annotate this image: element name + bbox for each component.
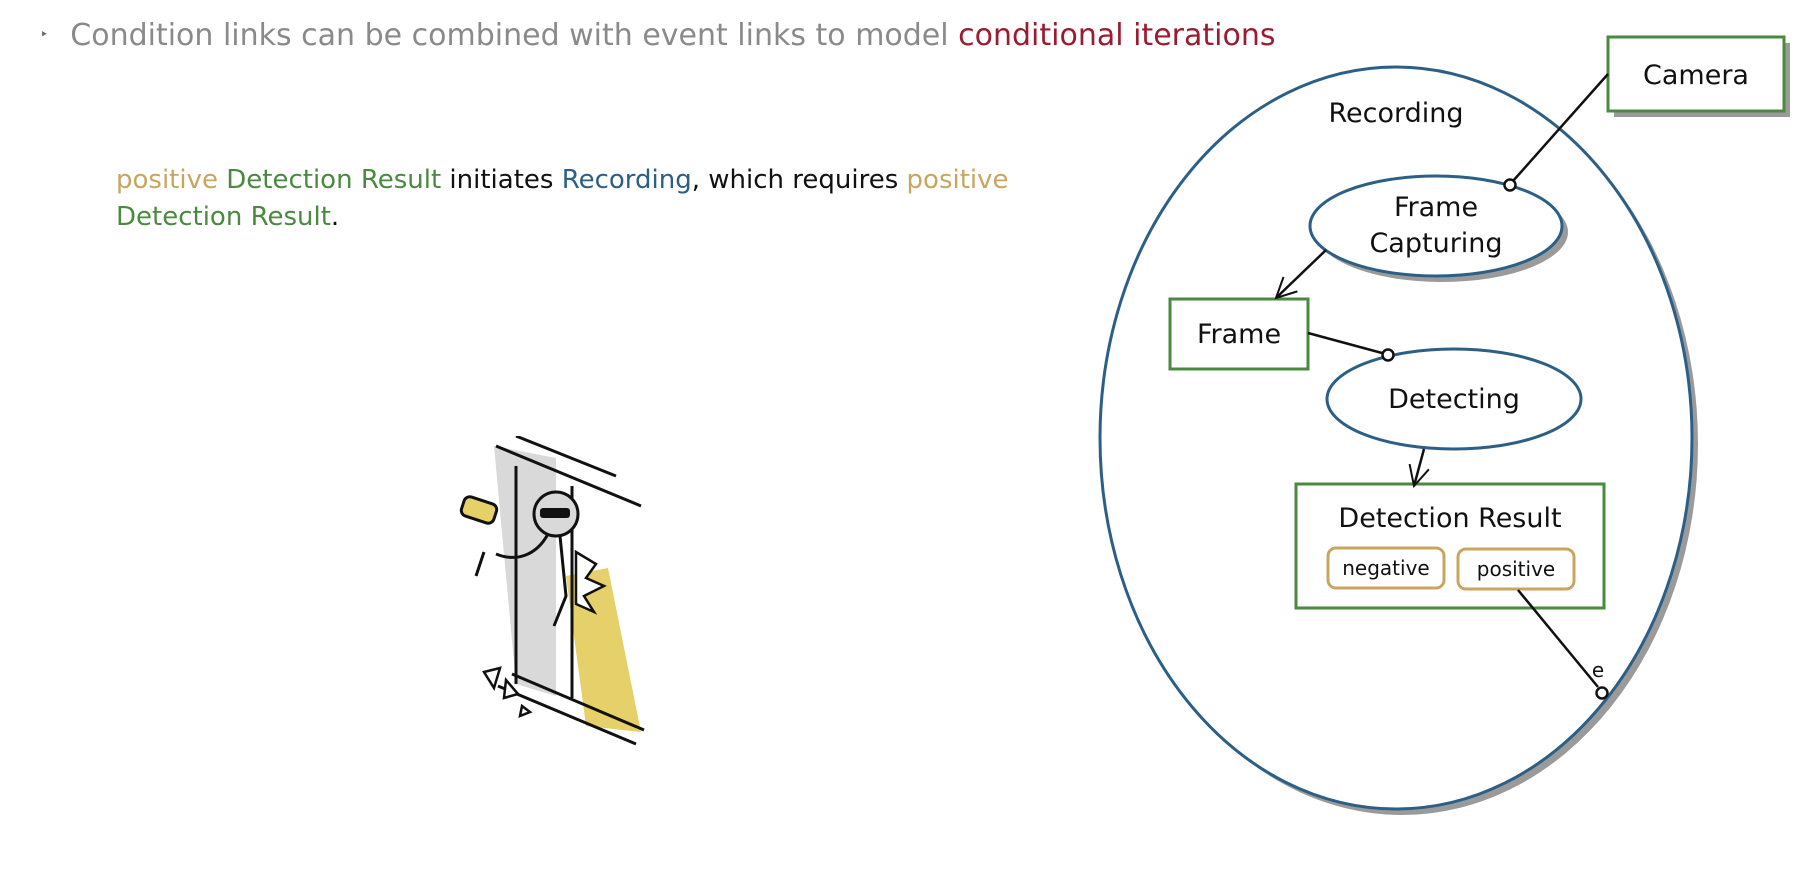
- sentence-verb: , which requires: [691, 165, 907, 195]
- state-term: positive: [116, 165, 218, 195]
- camera-object[interactable]: [1606, 35, 1786, 113]
- event-label: e: [1592, 658, 1604, 682]
- glass-shard-shape: [502, 677, 521, 700]
- window-sill-line: [511, 672, 645, 732]
- camera-agent-link[interactable]: [1512, 73, 1609, 182]
- bullet-highlight: conditional iterations: [958, 18, 1276, 53]
- process-term: Recording: [561, 165, 692, 195]
- detecting-process[interactable]: [1325, 347, 1583, 451]
- frame-capturing-label-line1: Frame: [1394, 192, 1478, 223]
- agent-link-end-icon: [1503, 178, 1517, 192]
- frame-capturing-label-line2: Capturing: [1369, 228, 1502, 259]
- sentence-verb: initiates: [441, 165, 562, 195]
- camera-label: Camera: [1643, 60, 1749, 91]
- detecting-label: Detecting: [1388, 384, 1520, 415]
- bullet-point: ‣ Condition links can be combined with ev…: [40, 18, 1275, 59]
- state-positive[interactable]: [1456, 547, 1576, 591]
- glass-shard-shape: [482, 666, 502, 692]
- bullet-text: Condition links can be combined with eve…: [70, 18, 959, 53]
- opl-sentence: positive Detection Result initiates Reco…: [116, 162, 1056, 236]
- burglar-body-shape: [552, 535, 568, 627]
- glass-shard-shape: [518, 703, 533, 719]
- instrument-link-end-icon: [1381, 348, 1395, 362]
- window-top-line: [495, 444, 642, 508]
- frame-instrument-link[interactable]: [1307, 331, 1383, 355]
- state-term: positive: [906, 165, 1009, 195]
- glass-shard-shape: [574, 549, 607, 615]
- sentence-end: .: [330, 202, 340, 232]
- burglar-arm-shape: [495, 533, 550, 559]
- frame-label: Frame: [1197, 319, 1281, 350]
- burglar-breaking-window-icon: [459, 436, 645, 746]
- result-link-detection-result[interactable]: [1414, 448, 1424, 486]
- window-sill-line: [497, 684, 637, 746]
- burglar-mask-shape: [540, 508, 570, 518]
- state-negative[interactable]: [1326, 546, 1446, 590]
- frame-capturing-process[interactable]: [1308, 174, 1564, 278]
- object-term: Detection Result: [116, 202, 331, 232]
- recording-label: Recording: [1328, 98, 1463, 129]
- hammer-head-shape: [459, 495, 499, 525]
- state-negative-label: negative: [1342, 556, 1429, 580]
- condition-link-end-icon: [1595, 686, 1609, 700]
- state-positive-label: positive: [1477, 557, 1555, 581]
- result-link-frame[interactable]: [1276, 249, 1327, 298]
- condition-event-link[interactable]: [1517, 589, 1599, 688]
- detection-result-label: Detection Result: [1338, 503, 1561, 534]
- window-top-line: [515, 436, 617, 478]
- hammer-handle-shape: [474, 551, 486, 577]
- object-term: Detection Result: [226, 165, 442, 195]
- bullet-marker-icon: ‣: [40, 27, 49, 43]
